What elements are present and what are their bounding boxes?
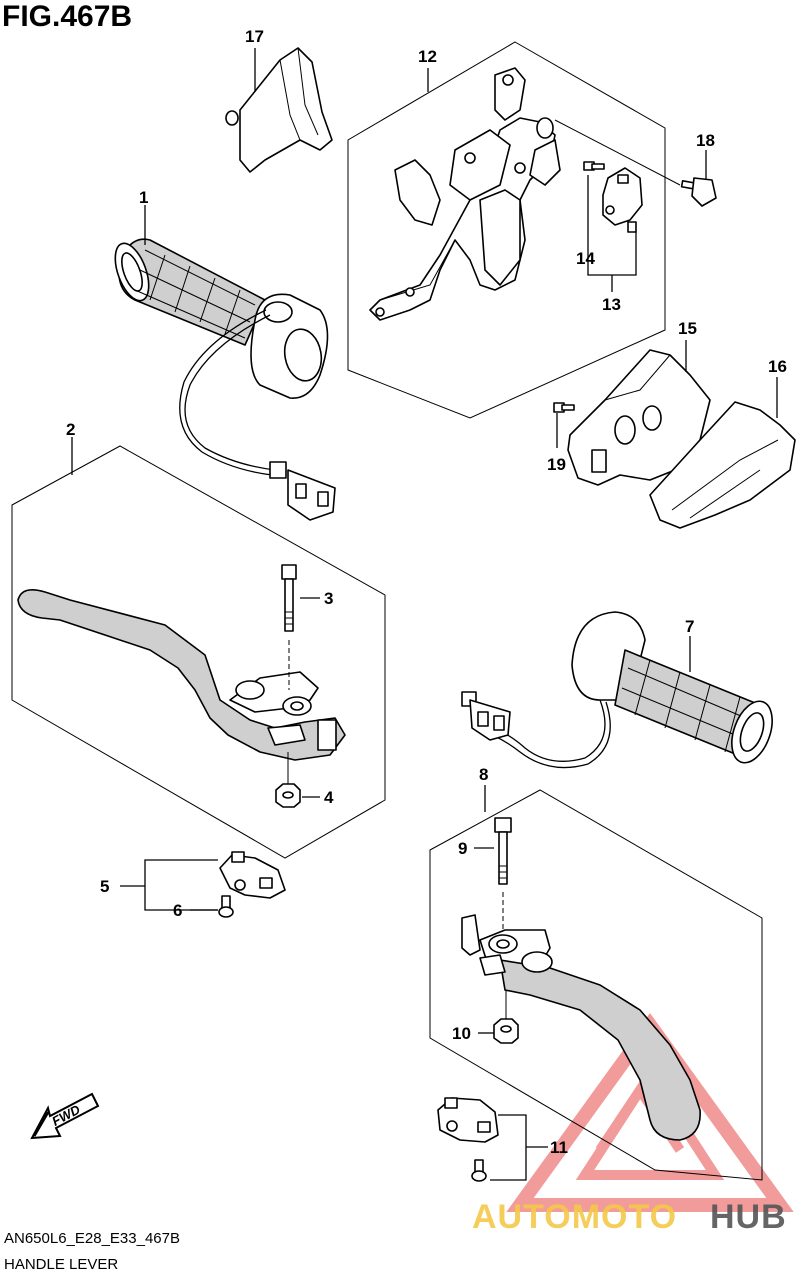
- part-6-screw[interactable]: [218, 895, 234, 918]
- part-8-clutch-lever[interactable]: [461, 914, 701, 1141]
- callout-11[interactable]: 11: [550, 1138, 568, 1157]
- part-4-nut[interactable]: [275, 783, 301, 808]
- part-17-cover[interactable]: [225, 47, 333, 173]
- leader-12-18: [554, 119, 681, 186]
- part-19-screw[interactable]: [553, 402, 575, 413]
- part-16-handguard[interactable]: [649, 401, 796, 529]
- callout-6[interactable]: 6: [173, 901, 182, 920]
- callout-15[interactable]: 15: [678, 319, 697, 338]
- part-18-bolt[interactable]: [680, 177, 717, 207]
- part-15-handguard-bracket[interactable]: [567, 349, 711, 486]
- callout-18[interactable]: 18: [696, 131, 715, 150]
- callout-2[interactable]: 2: [66, 420, 75, 439]
- callout-8[interactable]: 8: [479, 765, 488, 784]
- callout-5[interactable]: 5: [100, 877, 109, 896]
- group-8-outline: [429, 789, 763, 1181]
- part-14-screw[interactable]: [583, 161, 605, 171]
- section-name: HANDLE LEVER: [4, 1256, 119, 1273]
- part-12-lever-bracket[interactable]: [369, 67, 561, 321]
- callout-7[interactable]: 7: [685, 617, 694, 636]
- fwd-arrow-icon: [30, 1092, 100, 1140]
- part-9-bolt[interactable]: [494, 817, 512, 885]
- callout-16[interactable]: 16: [768, 357, 787, 376]
- callout-10[interactable]: 10: [452, 1024, 471, 1043]
- callout-9[interactable]: 9: [458, 839, 467, 858]
- part-7-grip[interactable]: [571, 611, 780, 768]
- watermark-text-hub: HUB: [710, 1198, 787, 1236]
- callout-12[interactable]: 12: [418, 47, 437, 66]
- callout-1[interactable]: 1: [139, 188, 148, 207]
- part-1-cable-connector[interactable]: [179, 309, 336, 521]
- part-13-switch[interactable]: [602, 167, 643, 233]
- callout-4[interactable]: 4: [324, 788, 334, 807]
- group-2-outline: [11, 445, 386, 859]
- part-11-screw[interactable]: [471, 1159, 487, 1182]
- part-3-bolt[interactable]: [281, 564, 297, 632]
- part-11-switch[interactable]: [437, 1097, 499, 1143]
- watermark-text-automoto: AUTOMOTO: [472, 1198, 677, 1236]
- callout-19[interactable]: 19: [547, 455, 566, 474]
- model-code: AN650L6_E28_E33_467B: [4, 1230, 180, 1247]
- part-1-grip[interactable]: [109, 238, 329, 399]
- part-2-brake-lever[interactable]: [17, 589, 346, 761]
- part-10-nut[interactable]: [493, 1018, 519, 1044]
- part-5-switch[interactable]: [219, 851, 286, 899]
- group-12-outline: [347, 41, 666, 419]
- callout-3[interactable]: 3: [324, 589, 333, 608]
- figure-title: FIG.467B: [2, 0, 133, 33]
- callout-14[interactable]: 14: [576, 249, 595, 268]
- callout-17[interactable]: 17: [245, 27, 264, 46]
- callout-13[interactable]: 13: [602, 295, 621, 314]
- part-7-cable-connector[interactable]: [461, 691, 611, 769]
